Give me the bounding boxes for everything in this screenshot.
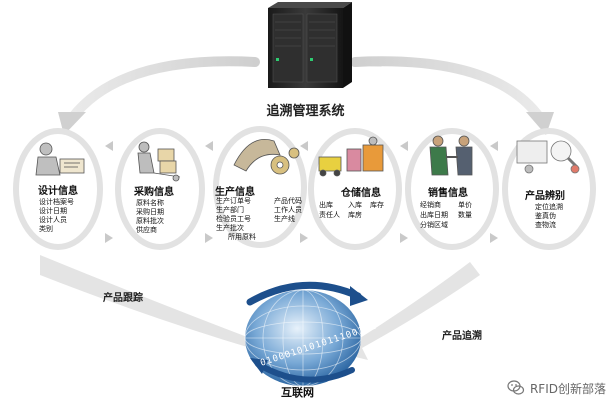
stage-warehouse-item: 库房 [348, 211, 362, 220]
stage-warehouse-items: 出库 入库 库存 责任人 库房 [319, 201, 384, 220]
stage-sales-items: 经销商 单价 出库日期 数量 分销区域 [420, 201, 472, 230]
stage-sales-item: 数量 [458, 211, 472, 220]
stage-design-title: 设计信息 [38, 182, 78, 197]
stage-sales-item: 分销区域 [420, 221, 448, 230]
stage-design-item: 设计日期 [39, 207, 74, 216]
stage-warehouse: 仓储信息 出库 入库 库存 责任人 库房 [305, 127, 409, 251]
stage-production-item: 生产线 [274, 215, 302, 224]
stage-production-item: 生产批次 [216, 224, 256, 233]
stage-warehouse-item: 库存 [370, 201, 384, 210]
stage-purchase-items: 原料名称 采购日期 原料批次 供应商 [136, 199, 164, 235]
stage-production-item: 产品代码 [274, 197, 302, 206]
stage-identification-title: 产品辨别 [525, 187, 565, 202]
stage-warehouse-item: 出库 [319, 201, 340, 210]
stage-production-item: 所用原料 [216, 233, 256, 242]
stage-design-item: 类别 [39, 225, 74, 234]
stage-identification-items: 定位追溯 鉴真伪 查物流 [535, 203, 563, 230]
stage-design: 设计信息 设计档案号 设计日期 设计人员 类别 [8, 127, 112, 251]
internet-label: 互联网 [281, 384, 314, 400]
stage-purchase: 采购信息 原料名称 采购日期 原料批次 供应商 [110, 127, 214, 251]
stage-production-item: 生产部门 [216, 206, 256, 215]
product-tracing-label: 产品追溯 [442, 327, 482, 342]
stage-design-item: 设计档案号 [39, 198, 74, 207]
stage-sales-item: 单价 [458, 201, 472, 210]
stage-sales-item: 出库日期 [420, 211, 448, 220]
stage-sales-item: 经销商 [420, 201, 448, 210]
stage-sales: 销售信息 经销商 单价 出库日期 数量 分销区域 [402, 127, 506, 251]
system-title: 追溯管理系统 [0, 100, 611, 119]
stage-sales-title: 销售信息 [428, 184, 468, 199]
globe-graphic: 0100010101011100101 [245, 285, 378, 386]
server-tower-graphic [268, 2, 352, 88]
stage-purchase-item: 采购日期 [136, 208, 164, 217]
stage-identification-item: 定位追溯 [535, 203, 563, 212]
stage-design-items: 设计档案号 设计日期 设计人员 类别 [39, 198, 74, 234]
stage-design-item: 设计人员 [39, 216, 74, 225]
stage-identification: 产品辨别 定位追溯 鉴真伪 查物流 [499, 127, 603, 251]
stage-purchase-item: 原料名称 [136, 199, 164, 208]
stage-purchase-item: 供应商 [136, 226, 164, 235]
stage-production: 生产信息 生产订单号 生产部门 检验员工号 生产批次 所用原料 产品代码 工作人… [210, 125, 314, 249]
stage-warehouse-item: 入库 [348, 201, 362, 210]
stage-production-item: 检验员工号 [216, 215, 256, 224]
stage-production-item: 生产订单号 [216, 197, 256, 206]
stage-identification-item: 鉴真伪 [535, 212, 563, 221]
stage-production-item: 工作人员 [274, 206, 302, 215]
wechat-icon [507, 379, 525, 397]
stage-warehouse-title: 仓储信息 [341, 184, 381, 199]
stage-production-title: 生产信息 [215, 183, 255, 198]
watermark-text: RFID创新部落 [530, 380, 606, 397]
product-tracking-label: 产品跟踪 [103, 289, 143, 304]
watermark: RFID创新部落 [507, 379, 606, 397]
stage-identification-item: 查物流 [535, 221, 563, 230]
stage-warehouse-item: 责任人 [319, 211, 340, 220]
stage-production-items-right: 产品代码 工作人员 生产线 [274, 197, 302, 224]
stage-purchase-item: 原料批次 [136, 217, 164, 226]
stage-production-items-left: 生产订单号 生产部门 检验员工号 生产批次 所用原料 [216, 197, 256, 242]
stage-purchase-title: 采购信息 [134, 183, 174, 198]
